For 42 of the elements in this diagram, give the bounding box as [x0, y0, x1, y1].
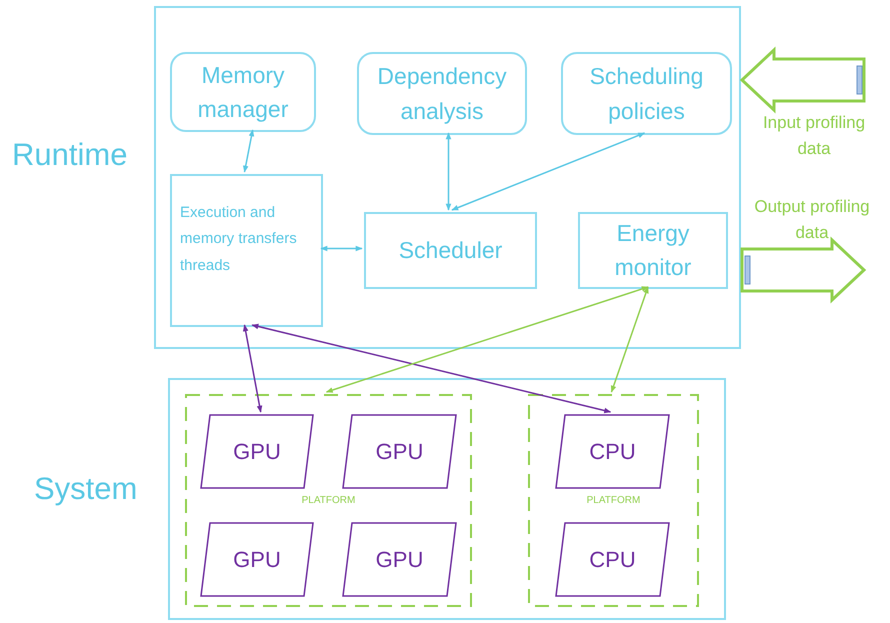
platform-label: PLATFORM — [586, 494, 642, 508]
component-label: Execution and memory transfers threads — [179, 203, 298, 276]
processor-label: GPU — [233, 438, 281, 466]
component-label: Scheduler — [398, 236, 504, 265]
processor-label: GPU — [376, 438, 424, 466]
component-box — [357, 52, 527, 135]
edge-label: Input profiling data — [762, 112, 866, 160]
component-label: Memory manager — [196, 60, 290, 124]
layer-label: Runtime — [12, 136, 128, 174]
arrow — [242, 324, 262, 413]
arrow — [326, 286, 649, 393]
component-box — [170, 174, 323, 327]
arrow — [610, 286, 649, 393]
processor-box — [200, 414, 314, 489]
arrow — [242, 129, 254, 173]
processor-box — [200, 522, 314, 597]
platform-group — [185, 394, 472, 607]
component-box — [561, 52, 732, 135]
block-arrow — [740, 236, 866, 304]
component-box — [170, 52, 316, 132]
processor-box — [555, 522, 670, 597]
block-arrow — [740, 46, 866, 114]
platform-group — [528, 394, 699, 607]
processor-label: CPU — [589, 546, 636, 574]
processor-label: GPU — [233, 546, 281, 574]
processor-label: GPU — [376, 546, 424, 574]
arrow — [320, 246, 363, 252]
edge-label: Output profiling data — [753, 196, 871, 244]
component-label: Scheduling policies — [588, 62, 704, 126]
processor-label: CPU — [589, 438, 636, 466]
component-box — [364, 212, 537, 289]
component-label: Dependency analysis — [376, 62, 508, 126]
arrow — [251, 324, 612, 414]
processor-box — [342, 522, 457, 597]
component-box — [578, 212, 728, 289]
processor-box — [555, 414, 670, 489]
component-label: Energy monitor — [614, 219, 692, 282]
layer-label: System — [34, 470, 138, 508]
platform-label: PLATFORM — [300, 494, 356, 508]
processor-box — [342, 414, 457, 489]
arrow — [446, 132, 452, 211]
arrow — [451, 132, 646, 211]
